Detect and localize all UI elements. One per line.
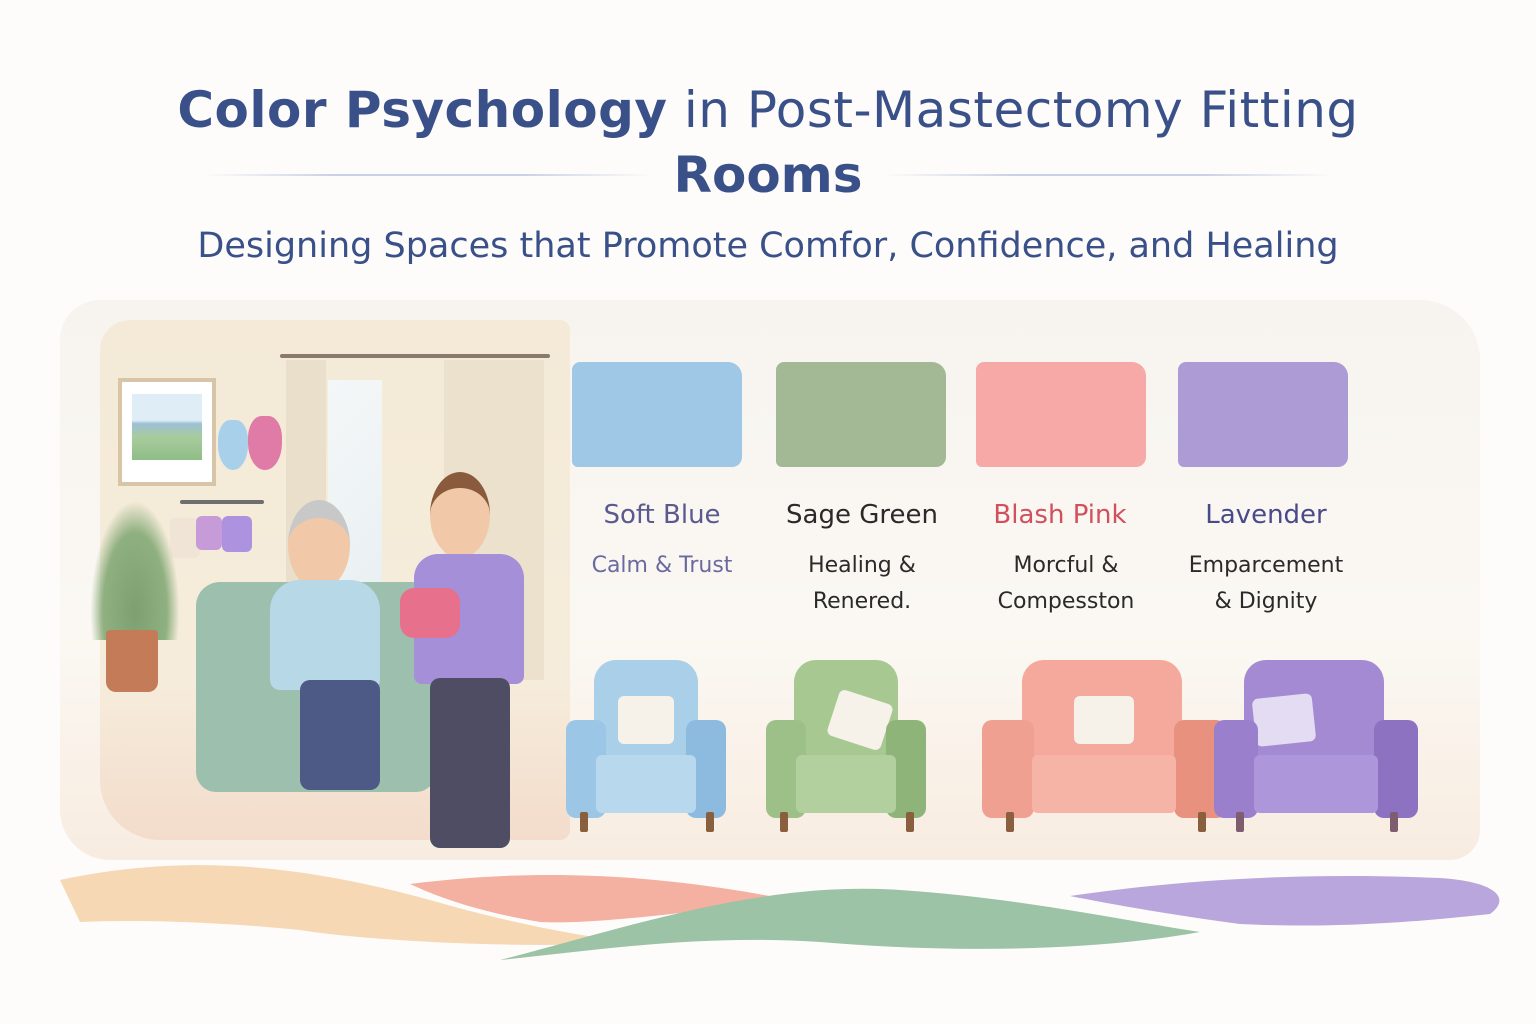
garment-icon — [196, 516, 222, 550]
decorative-waves — [60, 865, 1500, 960]
desc-line: Healing & — [808, 553, 916, 578]
picture-frame — [118, 378, 216, 486]
plant-pot — [106, 630, 158, 692]
swatch-blush-pink — [976, 362, 1146, 467]
chair-leg — [1006, 812, 1014, 832]
pink-garment-icon — [400, 588, 460, 638]
title-rest: in Post-Mastectomy Fitting — [667, 81, 1359, 139]
color-desc-blush-pink: Morcful & Compesston — [966, 548, 1166, 620]
desc-line: Emparcement — [1188, 553, 1344, 578]
chair-leg — [1390, 812, 1398, 832]
swatch-soft-blue — [572, 362, 742, 467]
wave-green — [500, 888, 1200, 960]
pillow-icon — [1074, 696, 1134, 744]
fitting-room-illustration — [90, 320, 570, 848]
desc-line: Calm & Trust — [591, 553, 733, 578]
head — [288, 500, 350, 590]
color-name-sage-green: Sage Green — [786, 500, 938, 530]
swatch-sage-green — [776, 362, 946, 467]
clothing-rack — [180, 500, 264, 504]
divider-left — [203, 174, 654, 176]
seated-woman — [260, 490, 380, 790]
color-desc-lavender: Emparcement & Dignity — [1166, 548, 1366, 620]
standing-fitter — [400, 468, 530, 848]
color-desc-sage-green: Healing & Renered. — [762, 548, 962, 620]
chair-seat — [596, 755, 696, 813]
chair-leg — [1198, 812, 1206, 832]
title-emphasis: Color Psychology — [177, 81, 668, 139]
wave-lavender — [1070, 876, 1500, 926]
chair-leg — [706, 812, 714, 832]
armchair-sage-green — [766, 660, 926, 832]
head — [430, 472, 490, 558]
pillow-icon — [618, 696, 674, 744]
pillow-icon — [1251, 692, 1317, 748]
subtitle: Designing Spaces that Promote Comfor, Co… — [197, 226, 1339, 266]
armchair-blush-pink — [982, 660, 1226, 832]
chair-leg — [580, 812, 588, 832]
wave-peach — [60, 865, 640, 945]
desc-line: Renered. — [812, 589, 912, 614]
chair-leg — [780, 812, 788, 832]
chair-seat — [1032, 755, 1176, 813]
divider-right — [882, 174, 1333, 176]
color-name-lavender: Lavender — [1205, 500, 1327, 530]
legs-charcoal — [430, 678, 510, 848]
chair-leg — [906, 812, 914, 832]
bra-display-icon — [218, 420, 248, 470]
chair-seat — [796, 755, 896, 813]
chair-seat — [1254, 755, 1378, 813]
armchair-lavender — [1214, 660, 1418, 832]
bra-display-icon — [248, 416, 282, 470]
chair-leg — [1236, 812, 1244, 832]
armchair-soft-blue — [566, 660, 726, 832]
chair-arm — [1214, 720, 1258, 818]
curtain-rod — [280, 354, 550, 358]
color-desc-soft-blue: Calm & Trust — [562, 548, 762, 584]
landscape-icon — [132, 394, 202, 460]
desc-line: Compesston — [997, 589, 1135, 614]
chair-arm — [982, 720, 1034, 818]
chair-arm — [1374, 720, 1418, 818]
color-name-blush-pink: Blash Pink — [993, 500, 1127, 530]
title-line-2: Rooms — [0, 146, 1536, 204]
torso-light-blue — [270, 580, 380, 690]
legs-navy — [300, 680, 380, 790]
desc-line: & Dignity — [1214, 589, 1318, 614]
garment-icon — [222, 516, 252, 552]
swatch-lavender — [1178, 362, 1348, 467]
color-name-soft-blue: Soft Blue — [603, 500, 721, 530]
title-rooms: Rooms — [673, 146, 863, 204]
plant-icon — [90, 500, 180, 640]
desc-line: Morcful & — [1013, 553, 1119, 578]
page-title: Color Psychology in Post-Mastectomy Fitt… — [0, 72, 1536, 148]
